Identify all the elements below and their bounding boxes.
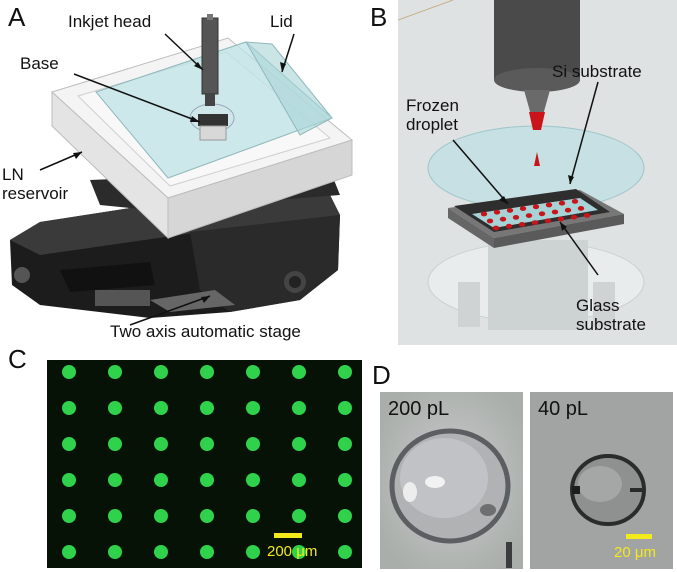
fluorescent-dot bbox=[292, 437, 306, 451]
frozen-droplet bbox=[518, 222, 526, 227]
label-frozen-droplet: Frozen droplet bbox=[406, 96, 459, 134]
fluorescent-dot bbox=[338, 401, 352, 415]
fluorescent-dot bbox=[154, 437, 168, 451]
droplet-200pl-image bbox=[380, 392, 523, 569]
panel-letter-c: C bbox=[8, 344, 27, 374]
fluorescent-dot bbox=[108, 401, 122, 415]
panel-c-fluorescence-image: 200 μm bbox=[47, 360, 362, 568]
frozen-droplet bbox=[557, 216, 565, 222]
frozen-droplet bbox=[492, 225, 500, 231]
frozen-droplet bbox=[532, 204, 540, 210]
panel-letter-d: D bbox=[372, 360, 391, 390]
frozen-droplet bbox=[551, 209, 559, 215]
fluorescent-dot bbox=[246, 473, 260, 487]
fluorescent-dot bbox=[62, 509, 76, 523]
frozen-droplet bbox=[506, 208, 514, 213]
frozen-droplet bbox=[531, 220, 539, 226]
fluorescent-dot bbox=[200, 473, 214, 487]
fluorescent-dot bbox=[62, 473, 76, 487]
fluorescent-dot bbox=[200, 437, 214, 451]
fluorescent-dot bbox=[200, 365, 214, 379]
fluorescent-dot bbox=[108, 365, 122, 379]
fluorescent-dot bbox=[108, 509, 122, 523]
scale-label-c: 200 μm bbox=[267, 543, 318, 560]
frozen-droplet bbox=[571, 199, 579, 204]
fluorescent-dot bbox=[200, 509, 214, 523]
fluorescent-dot bbox=[246, 365, 260, 379]
frozen-droplet bbox=[512, 215, 520, 220]
frozen-droplet bbox=[499, 216, 507, 222]
cryo-stage-drawing bbox=[10, 14, 354, 326]
fluorescent-dot bbox=[292, 473, 306, 487]
frozen-droplet bbox=[570, 214, 578, 220]
panel-letter-b: B bbox=[370, 2, 388, 32]
fluorescent-dot bbox=[62, 437, 76, 451]
fluorescent-dot bbox=[292, 509, 306, 523]
droplet-40pl-image bbox=[530, 392, 673, 569]
frozen-droplet bbox=[493, 209, 501, 215]
fluorescent-dot bbox=[338, 365, 352, 379]
fluorescent-dot bbox=[62, 545, 76, 559]
frozen-droplet bbox=[544, 218, 552, 224]
fluorescent-dot bbox=[338, 509, 352, 523]
label-200pl: 200 pL bbox=[388, 398, 450, 420]
fluorescent-dot bbox=[154, 401, 168, 415]
fluorescent-dot bbox=[154, 365, 168, 379]
fluorescent-dot bbox=[338, 473, 352, 487]
label-40pl: 40 pL bbox=[538, 398, 589, 420]
fluorescent-dot bbox=[108, 545, 122, 559]
scale-bar-c bbox=[274, 533, 302, 538]
fluorescent-dot bbox=[200, 545, 214, 559]
panel-d-right-micrograph: 40 pL 20 μm bbox=[530, 392, 673, 569]
frozen-droplet bbox=[519, 206, 527, 212]
fluorescent-dot bbox=[338, 437, 352, 451]
frozen-droplet bbox=[577, 206, 585, 211]
fluorescent-dot bbox=[154, 545, 168, 559]
fluorescent-dot bbox=[62, 365, 76, 379]
label-ln-reservoir: LN reservoir bbox=[2, 165, 69, 203]
label-si-substrate: Si substrate bbox=[552, 62, 642, 81]
frozen-droplet bbox=[564, 207, 572, 213]
label-inkjet-head: Inkjet head bbox=[68, 12, 152, 31]
fluorescent-dot bbox=[246, 509, 260, 523]
fluorescent-dot bbox=[292, 545, 306, 559]
frozen-droplet bbox=[545, 202, 553, 208]
label-two-axis-stage: Two axis automatic stage bbox=[110, 322, 301, 341]
label-glass-substrate: Glass substrate bbox=[576, 296, 646, 334]
fluorescent-dot bbox=[108, 473, 122, 487]
panel-b-illustration: Si substrate Frozen droplet Glass substr… bbox=[398, 0, 677, 345]
scale-label-d: 20 μm bbox=[614, 544, 656, 561]
fluorescent-dot bbox=[154, 473, 168, 487]
frozen-droplet bbox=[558, 200, 566, 206]
fluorescent-dot bbox=[200, 401, 214, 415]
frozen-droplet bbox=[583, 213, 591, 218]
substrate-drawing bbox=[398, 0, 677, 345]
frozen-droplet bbox=[505, 223, 513, 229]
panel-letter-a: A bbox=[8, 2, 26, 32]
frozen-droplet-array bbox=[480, 199, 591, 231]
fluorescent-dot bbox=[292, 365, 306, 379]
fluorescent-dot bbox=[108, 437, 122, 451]
fluorescent-dot bbox=[154, 509, 168, 523]
fluorescent-dot bbox=[246, 437, 260, 451]
frozen-droplet bbox=[480, 211, 488, 217]
frozen-droplet bbox=[525, 213, 533, 219]
fluorescent-dot bbox=[338, 545, 352, 559]
panel-a-illustration: Inkjet head Lid Base LN reservoir Two ax… bbox=[0, 0, 368, 345]
fluorescent-dot bbox=[246, 545, 260, 559]
panel-d-left-micrograph: 200 pL bbox=[380, 392, 523, 569]
fluorescent-dot-array bbox=[62, 365, 352, 559]
frozen-droplet bbox=[538, 211, 546, 217]
frozen-droplet bbox=[486, 218, 494, 224]
label-lid: Lid bbox=[270, 12, 293, 31]
fluorescent-dot bbox=[62, 401, 76, 415]
fluorescent-dot bbox=[292, 401, 306, 415]
label-base: Base bbox=[20, 54, 59, 73]
fluorescent-dot bbox=[246, 401, 260, 415]
scale-bar-d bbox=[626, 534, 652, 539]
